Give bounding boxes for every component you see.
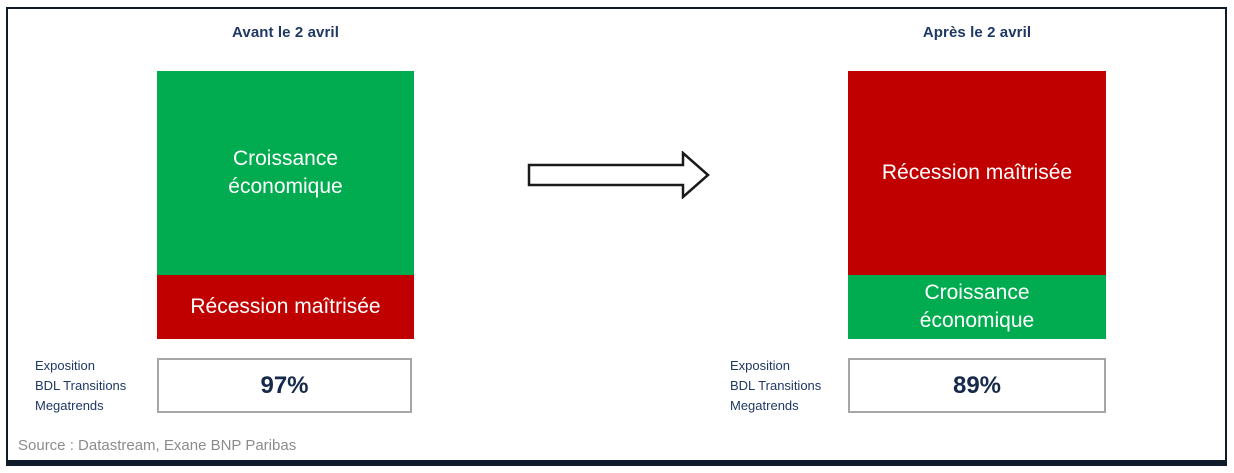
segment-label-line: Récession maîtrisée [190,295,381,318]
exposure-label-before: Exposition BDL Transitions Megatrends [35,356,126,416]
exposure-label-line: Megatrends [730,398,799,413]
segment-label-line: Récession maîtrisée [881,161,1073,184]
exposure-value: 89% [952,371,1002,399]
exposure-label-after: Exposition BDL Transitions Megatrends [730,356,821,416]
right-arrow-icon [527,150,711,200]
exposure-value-box-before: 97% [157,358,412,413]
exposure-label-line: Exposition [730,358,790,373]
segment-croissance-economique: Croissance économique [157,71,414,275]
exposure-value-box-after: 89% [848,358,1106,413]
scenario-stack-before: Croissance économique Récession maîtrisé… [157,71,414,339]
segment-label-line: Croissance [924,281,1030,304]
segment-label-line: économique [919,309,1035,332]
exposure-value: 97% [260,371,309,399]
exposure-label-line: Megatrends [35,398,104,413]
scenario-stack-after: Récession maîtrisée Croissance économiqu… [848,71,1106,339]
panel-title-after: Après le 2 avril [922,24,1032,41]
exposure-label-line: BDL Transitions [35,378,127,393]
segment-recession-maitrisee: Récession maîtrisée [848,71,1106,275]
panel-title-before: Avant le 2 avril [232,24,339,41]
segment-label-line: Croissance [232,147,339,170]
exposure-label-line: BDL Transitions [730,378,822,393]
source-note: Source : Datastream, Exane BNP Paribas [18,437,297,454]
exposure-label-line: Exposition [35,358,95,373]
segment-label-line: économique [228,175,343,198]
segment-recession-maitrisee: Récession maîtrisée [157,275,414,339]
segment-croissance-economique: Croissance économique [848,275,1106,339]
